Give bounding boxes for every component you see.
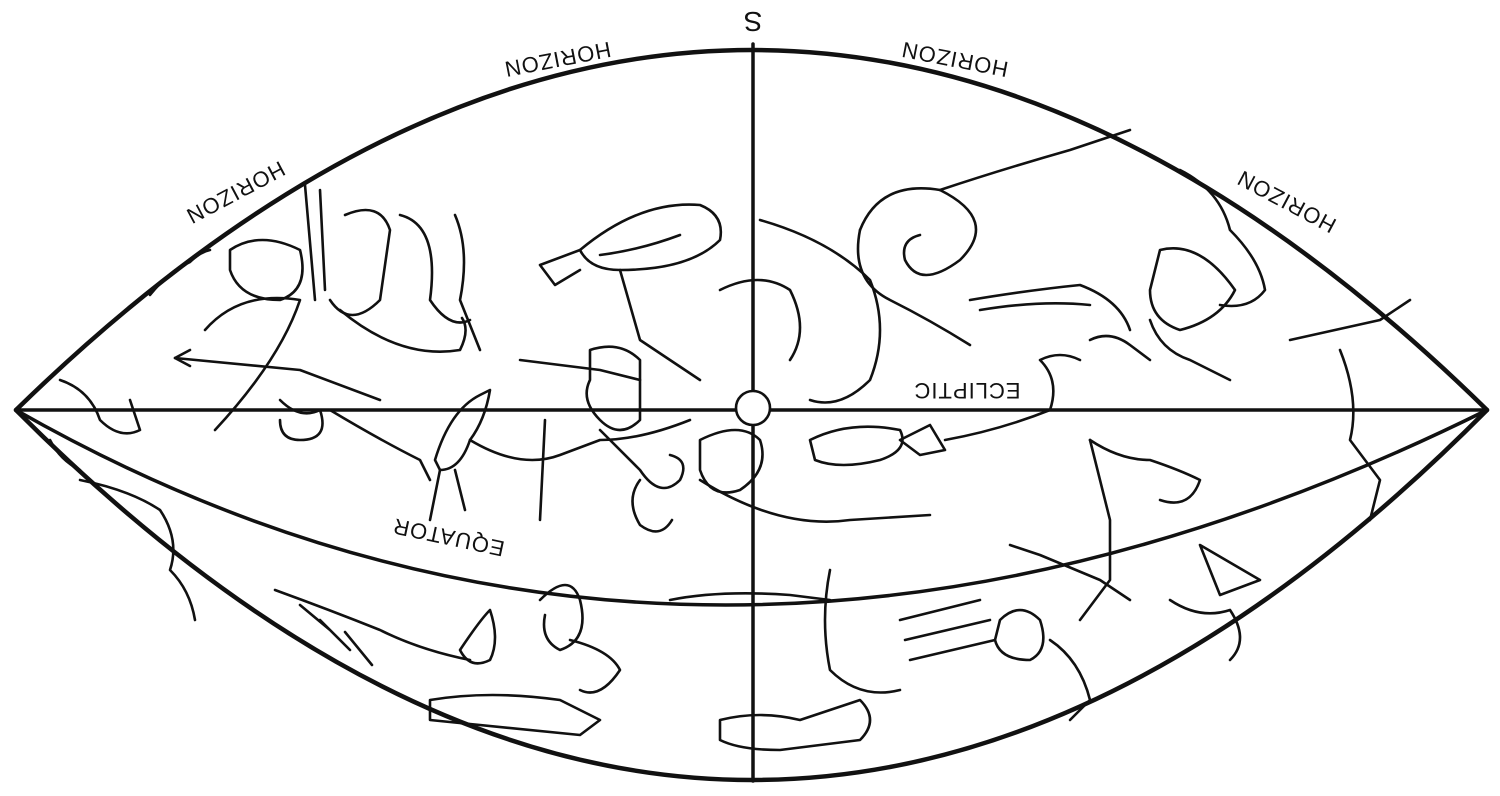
- fish-constellation-figure: [808, 353, 1082, 467]
- southern-fish-constellation-figure: [538, 203, 723, 382]
- hunter-constellation-figure: [993, 298, 1412, 722]
- ram-constellation-figure: [1088, 168, 1267, 382]
- waterbearer-constellation-figure: [585, 345, 932, 533]
- archer-constellation-figure: [148, 183, 482, 482]
- eagle-constellation-figure: [273, 583, 622, 737]
- south-label: S: [744, 6, 763, 37]
- winged-creature-constellation-figure: [668, 568, 997, 752]
- ecliptic-label: ECLIPTIC: [913, 378, 1020, 403]
- horizon-label-left-outer: HORIZON: [182, 156, 289, 229]
- sea-monster-constellation-figure: [718, 128, 1132, 404]
- equator-curve: [14, 408, 1489, 607]
- left-edge-constellation-figure: [48, 378, 197, 622]
- horizon-label-right-outer: HORIZON: [1233, 165, 1340, 238]
- equator-label: EQUATOR: [390, 513, 506, 561]
- pole-circle: [734, 389, 772, 427]
- capricorn-constellation-figure: [428, 358, 692, 522]
